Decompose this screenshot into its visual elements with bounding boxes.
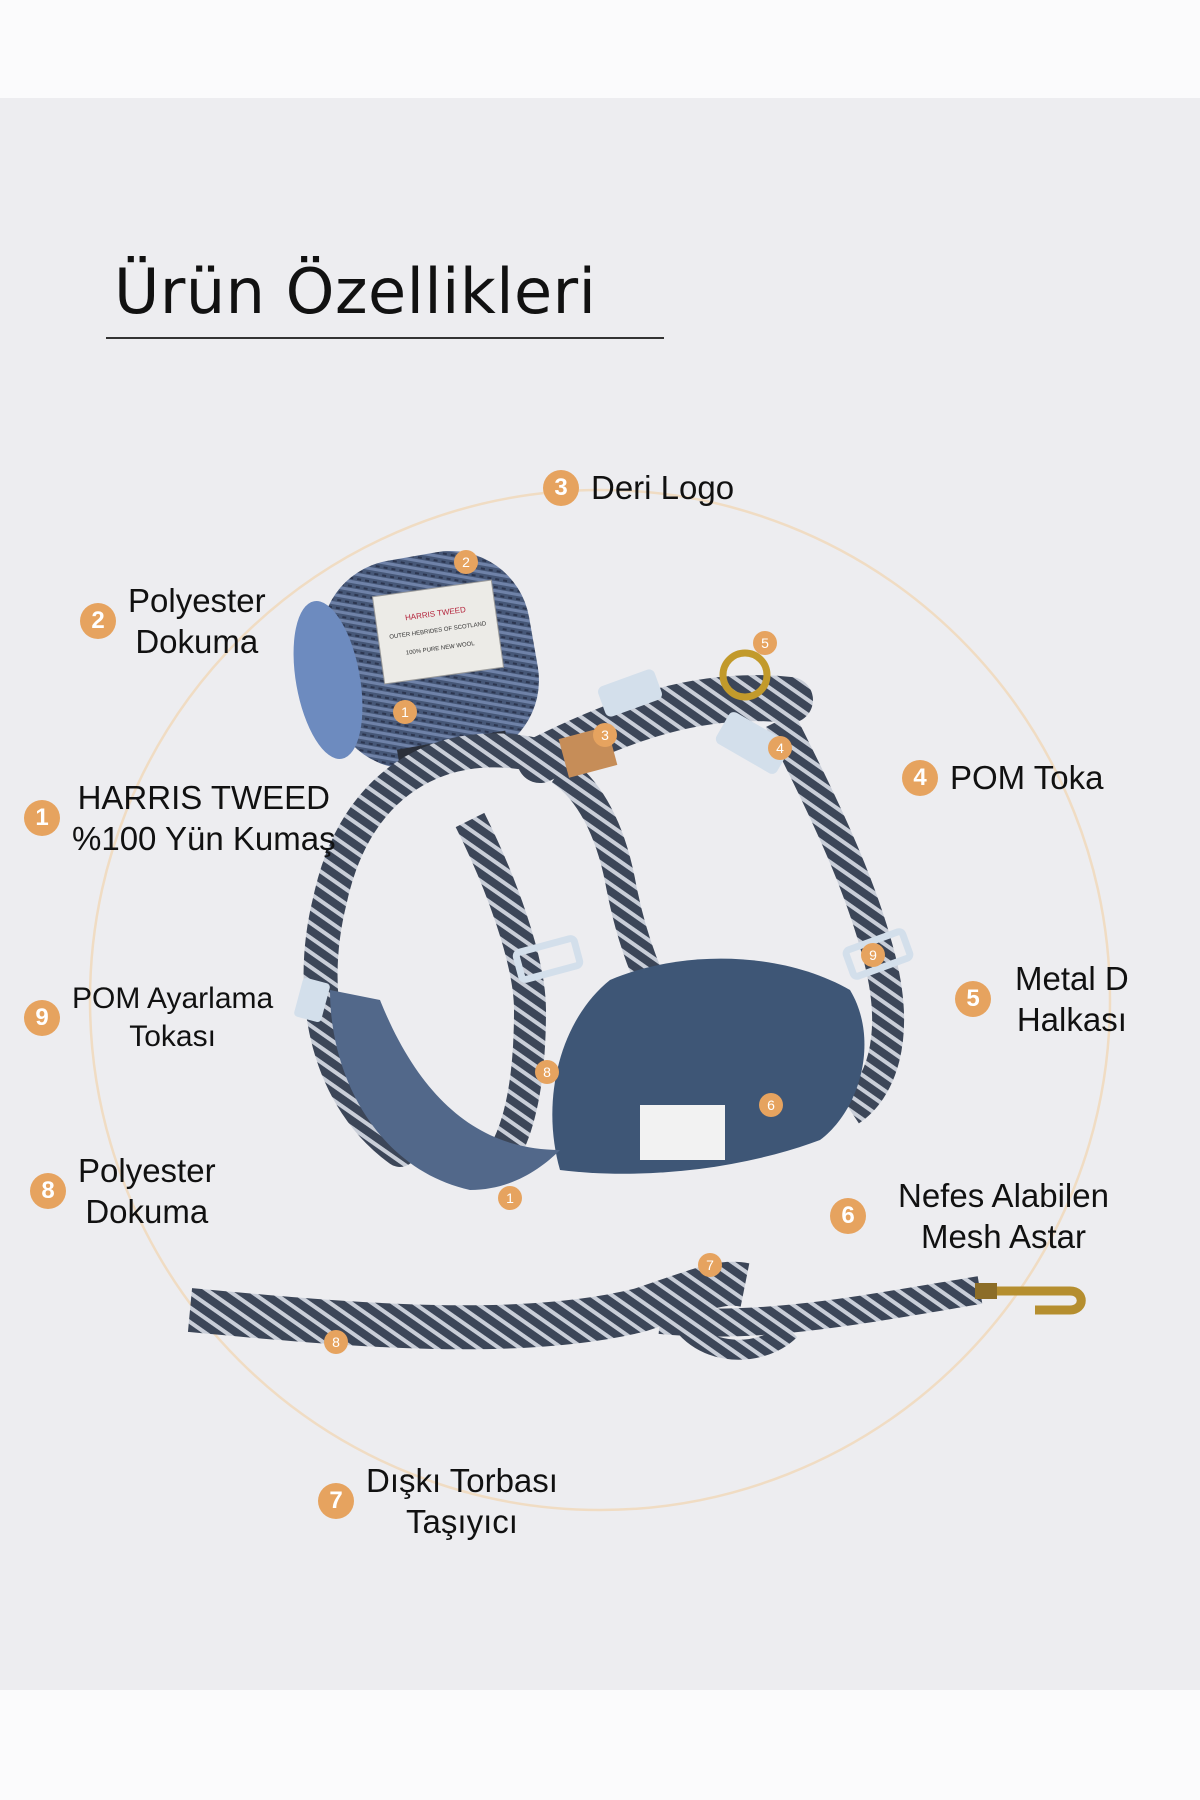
product-marker-number: 6	[767, 1097, 775, 1113]
page-title: Ürün Özellikleri	[114, 255, 597, 328]
badge-1: 1	[24, 800, 60, 837]
decorative-circle	[88, 488, 1112, 1512]
product-marker-dot	[593, 723, 617, 747]
product-marker-dot	[393, 700, 417, 724]
product-marker-number: 8	[332, 1334, 340, 1350]
product-marker-number: 5	[761, 635, 769, 651]
feature-harris-tweed: 1 HARRIS TWEED%100 Yün Kumaş	[24, 777, 336, 860]
product-marker-dot	[535, 1060, 559, 1084]
feature-deri-logo: 3 Deri Logo	[543, 467, 734, 508]
leash	[187, 1261, 1086, 1360]
feature-deri-logo-label: Deri Logo	[591, 469, 735, 506]
product-marker-number: 3	[601, 727, 609, 743]
product-marker-number: 4	[776, 740, 784, 756]
product-marker-dot	[324, 1330, 348, 1354]
feature-pom-toka-label: POM Toka	[950, 759, 1104, 796]
product-marker-number: 2	[462, 554, 470, 570]
product-marker-dot	[768, 736, 792, 760]
product-marker-number: 9	[869, 947, 877, 963]
product-marker-dot	[698, 1253, 722, 1277]
badge-2: 2	[80, 603, 116, 640]
badge-8: 8	[30, 1173, 66, 1210]
product-marker-dot	[759, 1093, 783, 1117]
product-marker-dot	[861, 943, 885, 967]
badge-5: 5	[955, 981, 991, 1018]
product-marker-dot	[753, 631, 777, 655]
product-marker-dot	[498, 1186, 522, 1210]
feature-pom-toka: 4 POM Toka	[902, 757, 1103, 798]
title-underline	[106, 337, 664, 339]
product-marker-number: 7	[706, 1257, 714, 1273]
badge-9: 9	[24, 999, 60, 1036]
product-marker-dot	[454, 550, 478, 574]
badge-4: 4	[902, 759, 938, 796]
badge-3: 3	[543, 469, 579, 506]
product-marker-number: 1	[401, 704, 409, 720]
product-marker-number: 8	[543, 1064, 551, 1080]
product-marker-number: 1	[506, 1190, 514, 1206]
product-markers: 2 1 5 3 4 9 8 6 1 7 8	[324, 550, 885, 1354]
badge-6: 6	[830, 1198, 866, 1235]
badge-7: 7	[318, 1483, 354, 1520]
feature-harris-tweed-label: HARRIS TWEED%100 Yün Kumaş	[72, 779, 336, 858]
background-panel	[0, 98, 1200, 1690]
